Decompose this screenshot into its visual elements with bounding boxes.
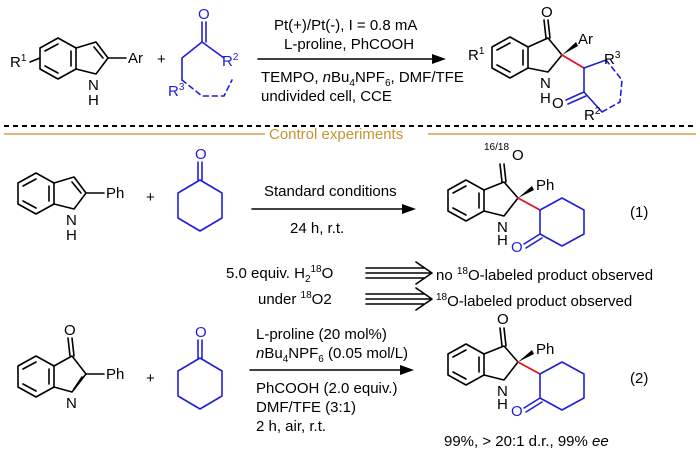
exp2-product-ph: Ph [536, 341, 554, 358]
exp2-condition-5: 2 h, air, r.t. [256, 418, 326, 435]
exp1-product-o-sup: 16/18 [484, 142, 509, 153]
exp2-indolone: O Ph N [17, 322, 124, 412]
exp2-product-h: H [497, 396, 508, 413]
r1-label: R1 [10, 53, 27, 71]
exp2-product: O Ph N H O [447, 311, 585, 420]
exp2-product-n: N [497, 383, 508, 400]
exp1-product-n: N [497, 219, 508, 236]
r3-label: R3 [168, 82, 185, 100]
exp1-product-ph: Ph [536, 177, 554, 194]
exp1-n-label: N [66, 212, 77, 229]
exp1-cyclohexanone: O [177, 146, 223, 232]
product-h-label: H [540, 90, 551, 107]
isotope-result-1: no 18O-labeled product observed [436, 266, 653, 284]
isotope-row-2: under 18O2 18O-labeled product observed [258, 287, 632, 311]
product-r1-label: R1 [468, 46, 485, 64]
n-label: N [88, 77, 99, 94]
section-title: Control experiments [269, 126, 403, 143]
exp2-ketone-o: O [195, 324, 207, 341]
general-product: O Ar R1 N H O R3 R2 [468, 4, 623, 124]
isotope-arrow-2 [365, 287, 433, 311]
isotope-arrow-1 [365, 261, 433, 285]
exp2-condition-4: DMF/TFE (3:1) [256, 399, 356, 416]
exp2-condition-3: PhCOOH (2.0 equiv.) [256, 380, 397, 397]
exp1-product-h: H [497, 232, 508, 249]
condition-line-1: Pt(+)/Pt(-), I = 0.8 mA [274, 17, 417, 34]
exp1-product: 16/18 O Ph N H O [447, 142, 585, 256]
isotope-row-1: 5.0 equiv. H218O no 18O-labeled product … [226, 261, 653, 285]
r2-label: R2 [222, 52, 239, 70]
exp2-product-o: O [497, 311, 509, 328]
exp1-product-o: O [512, 147, 524, 164]
exp2-product-o2: O [511, 403, 523, 420]
exp2-cyclohexanone: O [177, 324, 223, 410]
exp2-number: (2) [630, 370, 648, 387]
exp2-condition-1: L-proline (20 mol%) [256, 326, 387, 343]
exp1-product-o2: O [511, 239, 523, 256]
product-ar-label: Ar [578, 31, 593, 48]
exp2-plus: + [146, 370, 155, 387]
exp2-reactant-o: O [64, 322, 76, 339]
exp1-ketone-o: O [195, 146, 207, 163]
product-r3-label: R3 [604, 50, 621, 68]
product-r2-label: R2 [584, 106, 601, 124]
product-o2-label: O [552, 95, 564, 112]
exp1-h-label: H [66, 227, 77, 244]
exp1-condition-above: Standard conditions [264, 183, 397, 200]
exp2-result: 99%, > 20:1 d.r., 99% ee [444, 433, 609, 450]
product-o-label: O [541, 4, 553, 21]
exp1-number: (1) [630, 204, 648, 221]
exp1-ph-label: Ph [106, 185, 124, 202]
ketone-o-label: O [198, 6, 210, 23]
exp2-condition-2: nBu4NPF6 (0.05 mol/L) [256, 345, 408, 365]
ar-label: Ar [128, 50, 143, 67]
ketone-reactant: O R2 R3 [168, 6, 239, 100]
isotope-result-2: 18O-labeled product observed [436, 292, 632, 310]
exp1-plus: + [146, 189, 155, 206]
product-n-label: N [540, 75, 551, 92]
exp2-reactant-ph: Ph [106, 366, 124, 383]
exp2-conditions: L-proline (20 mol%) nBu4NPF6 (0.05 mol/L… [249, 326, 414, 435]
general-conditions: Pt(+)/Pt(-), I = 0.8 mA L-proline, PhCOO… [257, 17, 464, 105]
exp1-condition-below: 24 h, r.t. [290, 220, 344, 237]
isotope-condition-1: 5.0 equiv. H218O [226, 264, 333, 285]
exp1-indole: Ph N H [17, 172, 124, 244]
condition-line-2: L-proline, PhCOOH [284, 36, 414, 53]
condition-line-3: TEMPO, nBu4NPF6, DMF/TFE [261, 69, 464, 89]
h-label: H [88, 92, 99, 109]
indole-reactant: Ar N H R1 [10, 37, 143, 109]
condition-line-4: undivided cell, CCE [261, 88, 392, 105]
exp2-reactant-n: N [66, 395, 77, 412]
plus-sign: + [157, 51, 166, 68]
isotope-condition-2: under 18O2 [258, 290, 332, 308]
